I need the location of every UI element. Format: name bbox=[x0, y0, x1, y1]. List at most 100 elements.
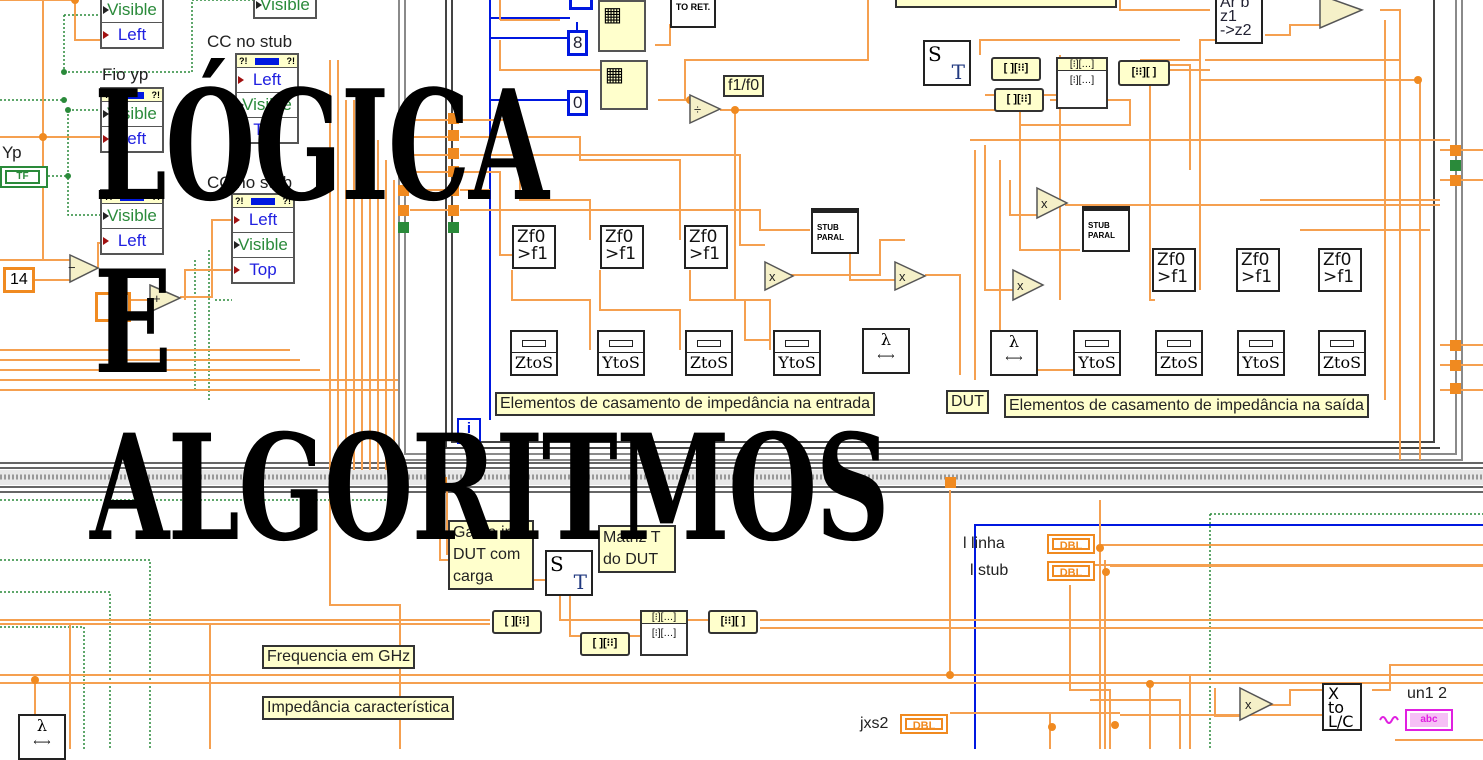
subvi-text: to bbox=[1328, 698, 1345, 717]
property-left[interactable]: Left bbox=[102, 229, 162, 253]
array-to-matrix-node[interactable]: [ ][⁝⁝] bbox=[580, 632, 630, 656]
property-visible[interactable]: Visible bbox=[233, 233, 293, 258]
error-in-glyph: ?! bbox=[104, 192, 113, 202]
svg-text:x: x bbox=[1041, 196, 1048, 211]
property-node-cc-no-stub[interactable]: ?!?! Left Visible Top bbox=[235, 53, 299, 144]
property-node[interactable]: ?!?! Visible Left bbox=[100, 189, 164, 255]
property-visible[interactable]: Visible bbox=[102, 102, 162, 127]
tunnel bbox=[398, 130, 409, 141]
numeric-constant[interactable] bbox=[95, 292, 131, 322]
zf0-f1-subvi[interactable]: Zf0>f1 bbox=[1152, 248, 1196, 292]
class-indicator bbox=[255, 57, 279, 65]
property-visible[interactable]: Visible bbox=[102, 0, 162, 23]
tunnel bbox=[448, 185, 459, 196]
l-linha-control[interactable]: DBL bbox=[1047, 534, 1095, 554]
property-left[interactable]: Left bbox=[102, 127, 162, 151]
constant-8[interactable]: 8 bbox=[567, 30, 589, 56]
matrix-multiply-node[interactable]: [⁝][…][⁝][…] bbox=[640, 610, 688, 656]
tunnel bbox=[398, 222, 409, 233]
constant-0[interactable]: 0 bbox=[567, 90, 589, 116]
property-visible[interactable]: Visible bbox=[102, 204, 162, 229]
matrix-to-array-node[interactable]: [⁝⁝][ ] bbox=[1118, 60, 1170, 86]
arb-line: z1 bbox=[1220, 8, 1237, 25]
error-out-glyph: ?! bbox=[151, 192, 161, 202]
z-to-s-subvi[interactable]: ZtoS bbox=[510, 330, 558, 376]
y-to-s-subvi[interactable]: YtoS bbox=[773, 330, 821, 376]
z-to-s-subvi[interactable]: ZtoS bbox=[1155, 330, 1203, 376]
array-to-matrix-node[interactable]: [ ][⁝⁝] bbox=[994, 88, 1044, 112]
subvi-text: ZtoS bbox=[514, 353, 554, 372]
lambda-line-subvi[interactable]: λ⟷ bbox=[862, 328, 910, 374]
property-left[interactable]: Left bbox=[102, 23, 162, 47]
property-node[interactable]: Visible Left bbox=[100, 0, 164, 49]
matrix-multiply-node[interactable]: [⁝][…][⁝][…] bbox=[1056, 57, 1108, 109]
subvi-text: Zf0 bbox=[1241, 250, 1270, 270]
overlay-title-line2: E bbox=[94, 240, 172, 406]
svg-text:x: x bbox=[899, 269, 906, 284]
y-to-s-subvi[interactable]: YtoS bbox=[597, 330, 645, 376]
line-icon: ⟷ bbox=[33, 735, 51, 749]
index-array-node[interactable]: ▦ bbox=[600, 60, 648, 110]
property-left[interactable]: Left bbox=[233, 208, 293, 233]
subvi-text: Zf0 bbox=[517, 227, 546, 247]
tunnel bbox=[448, 148, 459, 159]
iteration-terminal: i bbox=[457, 418, 481, 444]
subvi-text: Zf0 bbox=[1323, 250, 1352, 270]
comment-dut: DUT bbox=[946, 390, 989, 414]
comment-box bbox=[895, 0, 1117, 8]
property-visible[interactable]: Visible bbox=[255, 0, 315, 17]
svg-text:÷: ÷ bbox=[694, 102, 701, 117]
array-to-matrix-node[interactable]: [ ][⁝⁝] bbox=[492, 610, 542, 634]
zf0-f1-subvi[interactable]: Zf0>f1 bbox=[1318, 248, 1362, 292]
tunnel bbox=[1450, 145, 1461, 156]
lambda-icon: λ bbox=[1008, 332, 1020, 351]
lambda-line-subvi[interactable]: λ⟷ bbox=[18, 714, 66, 760]
y-to-s-subvi[interactable]: YtoS bbox=[1073, 330, 1121, 376]
numeric-constant[interactable] bbox=[569, 0, 593, 10]
property-node-cc-stub[interactable]: ?!?! Left Visible Top bbox=[231, 193, 295, 284]
subvi-text: ZtoS bbox=[1159, 353, 1199, 372]
matrix-to-array-node[interactable]: [⁝⁝][ ] bbox=[708, 610, 758, 634]
property-left[interactable]: Left bbox=[237, 68, 297, 93]
tunnel bbox=[398, 185, 409, 196]
property-node-fio-yp[interactable]: ?!?! Visible Left bbox=[100, 87, 164, 153]
property-node[interactable]: Visible bbox=[253, 0, 317, 19]
zf0-f1-subvi[interactable]: Zf0>f1 bbox=[512, 225, 556, 269]
jxs2-control[interactable]: DBL bbox=[900, 714, 948, 734]
z-to-s-subvi[interactable]: ZtoS bbox=[1318, 330, 1366, 376]
comment-entrada: Elementos de casamento de impedância na … bbox=[495, 392, 876, 416]
zf0-f1-subvi[interactable]: Zf0>f1 bbox=[1236, 248, 1280, 292]
class-indicator bbox=[120, 91, 144, 99]
lambda-line-subvi[interactable]: λ⟷ bbox=[990, 330, 1038, 376]
tunnel bbox=[398, 205, 409, 216]
z-to-s-subvi[interactable]: ZtoS bbox=[685, 330, 733, 376]
l-stub-control[interactable]: DBL bbox=[1047, 561, 1095, 581]
array-to-matrix-node[interactable]: [ ][⁝⁝] bbox=[991, 57, 1041, 81]
y-to-s-subvi[interactable]: YtoS bbox=[1237, 330, 1285, 376]
subvi-text: YtoS bbox=[602, 353, 640, 372]
property-top[interactable]: Top bbox=[237, 118, 297, 142]
index-array-node[interactable]: ▦ bbox=[598, 0, 646, 52]
subvi-text: Zf0 bbox=[689, 227, 718, 247]
tunnel bbox=[1450, 160, 1461, 171]
class-indicator bbox=[120, 193, 144, 201]
constant-14[interactable]: 14 bbox=[3, 267, 35, 293]
yp-boolean-control[interactable]: TF bbox=[0, 166, 48, 188]
zf0-f1-subvi[interactable]: Zf0>f1 bbox=[600, 225, 644, 269]
to-ret-subvi[interactable]: TO RET. bbox=[670, 0, 716, 28]
zf0-f1-subvi[interactable]: Zf0>f1 bbox=[684, 225, 728, 269]
subvi-text: L/C bbox=[1328, 712, 1354, 731]
svg-text:−: − bbox=[68, 260, 76, 275]
property-node-label: Fio yp bbox=[102, 65, 149, 84]
error-out-glyph: ?! bbox=[282, 196, 292, 206]
property-visible[interactable]: Visible bbox=[237, 93, 297, 118]
un12-string-indicator[interactable]: abc bbox=[1405, 709, 1453, 731]
property-top[interactable]: Top bbox=[233, 258, 293, 282]
